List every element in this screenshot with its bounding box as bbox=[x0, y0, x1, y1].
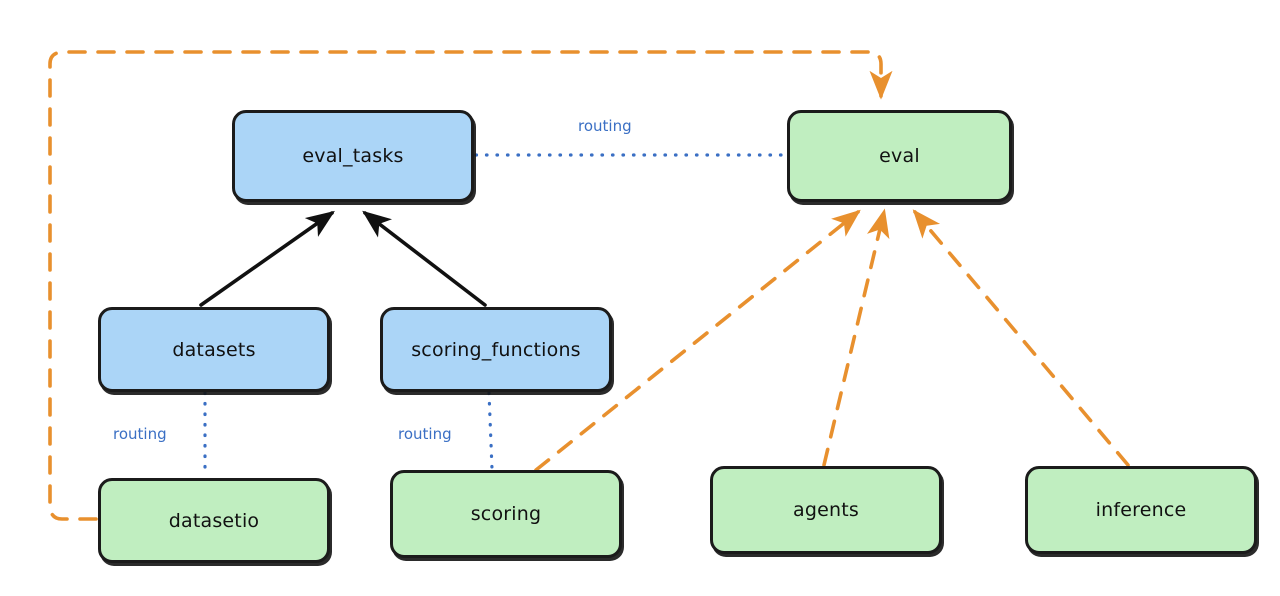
node-datasetio[interactable]: datasetio bbox=[98, 478, 330, 563]
node-label: datasetio bbox=[168, 509, 260, 532]
node-label: scoring_functions bbox=[411, 338, 581, 361]
edge-label-routing-eval-tasks: routing bbox=[578, 117, 632, 135]
node-agents[interactable]: agents bbox=[710, 466, 942, 554]
edge-scoring-functions-to-scoring bbox=[487, 391, 494, 471]
node-label: eval bbox=[879, 145, 920, 167]
edge-inference-to-eval bbox=[912, 209, 1130, 467]
node-eval[interactable]: eval bbox=[787, 110, 1012, 202]
node-label: inference bbox=[1095, 499, 1187, 521]
edge-datasetio-to-eval bbox=[48, 50, 893, 521]
edge-scoring-to-eval bbox=[534, 209, 861, 472]
node-label: eval_tasks bbox=[302, 145, 404, 167]
node-label: datasets bbox=[172, 338, 256, 361]
node-eval-tasks[interactable]: eval_tasks bbox=[232, 110, 474, 202]
edge-label-routing-scoring: routing bbox=[398, 425, 452, 443]
node-datasets[interactable]: datasets bbox=[98, 307, 330, 392]
node-scoring-functions[interactable]: scoring_functions bbox=[380, 307, 612, 392]
edge-label-routing-datasets: routing bbox=[113, 425, 167, 443]
node-inference[interactable]: inference bbox=[1025, 466, 1257, 554]
edge-scoring-functions-to-eval-tasks bbox=[362, 210, 487, 307]
edge-datasets-to-eval-tasks bbox=[199, 210, 335, 307]
node-label: agents bbox=[793, 499, 859, 521]
edge-agents-to-eval bbox=[822, 208, 890, 467]
node-label: scoring bbox=[470, 503, 542, 525]
node-scoring[interactable]: scoring bbox=[390, 470, 622, 558]
